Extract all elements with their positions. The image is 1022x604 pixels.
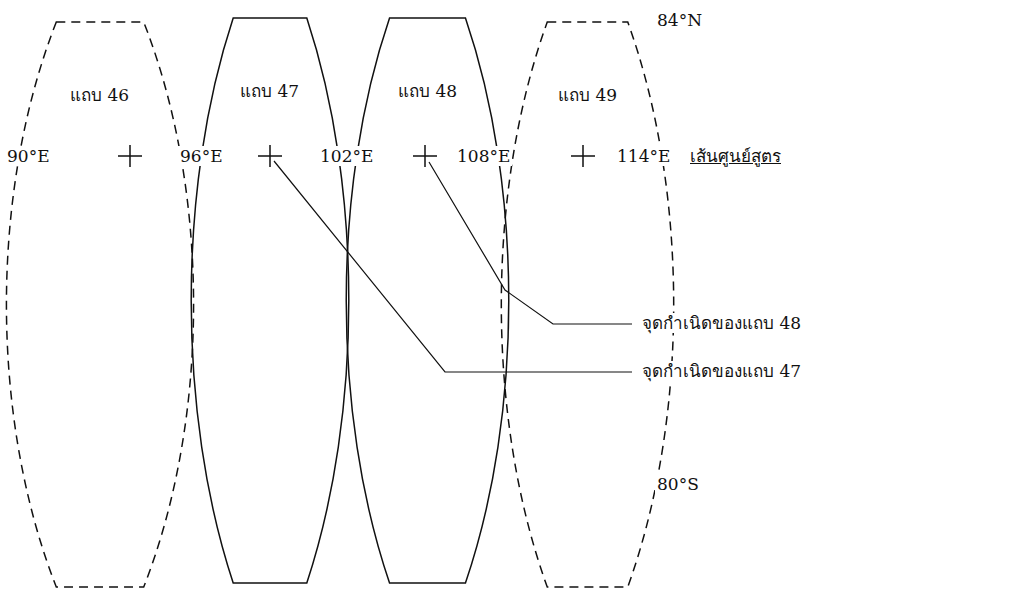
zone-label: แถบ 48 [398,77,457,104]
latitude-label: 80°S [655,474,701,494]
meridian-label: 114°E [615,146,672,166]
utm-zone-band: แถบ 47 [190,18,350,583]
zone-outline [345,18,510,583]
utm-zone-band: แถบ 46 [5,22,195,587]
cross-mark [258,145,282,167]
cross-mark [571,145,595,167]
utm-zone-band: แถบ 49 [500,22,675,587]
latitude-label: 84°N [655,10,704,30]
utm-zone-band: แถบ 48 [345,18,510,583]
meridian-label: 108°E [455,146,512,166]
zone-label: แถบ 46 [70,81,129,108]
leader-line [429,162,632,324]
equator-label: เส้นศูนย์สูตร [688,146,783,166]
meridian-label: 102°E [318,146,375,166]
meridian-label: 90°E [5,146,52,166]
cross-mark [118,145,142,167]
zone-outline [500,22,675,587]
origin-note: จุดกำเนิดของแถบ 48 [640,313,803,333]
zone-outline [190,18,350,583]
meridian-label: 96°E [178,146,225,166]
leader-line [274,161,632,372]
zone-label: แถบ 49 [558,81,617,108]
zone-label: แถบ 47 [240,77,299,104]
cross-mark [413,145,437,167]
zone-outline [5,22,195,587]
origin-note: จุดกำเนิดของแถบ 47 [640,361,803,381]
